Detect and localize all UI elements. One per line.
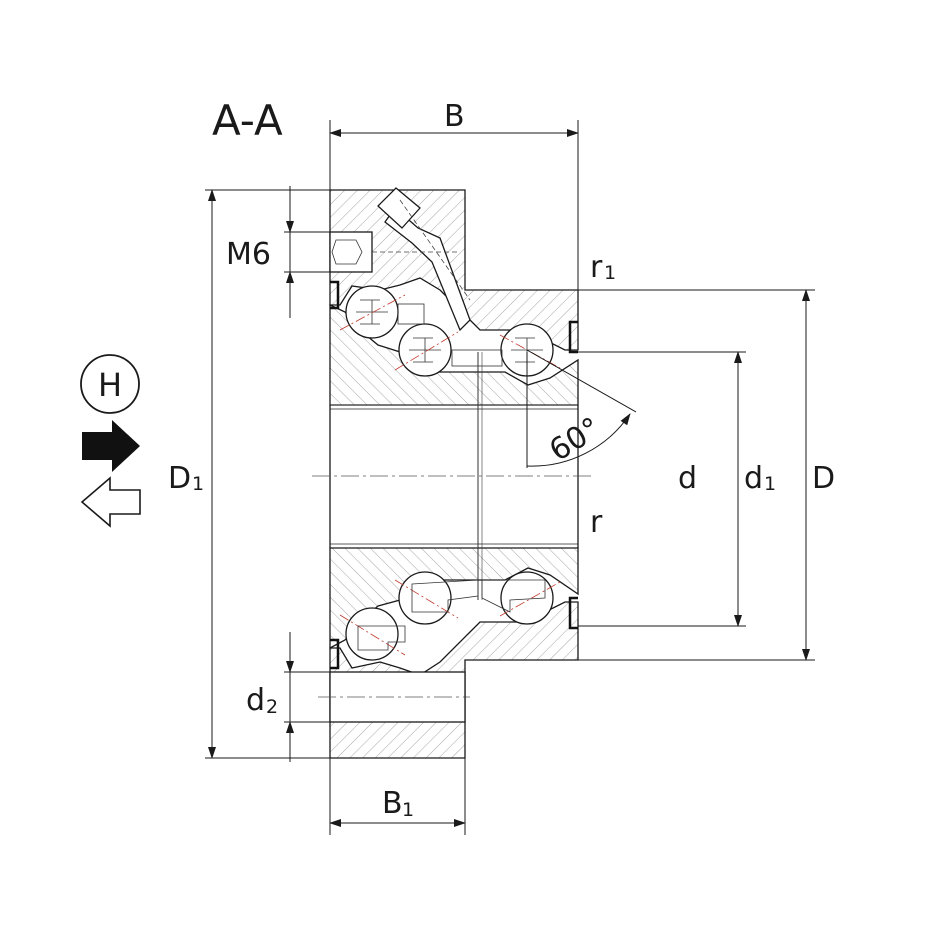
outer-ring-upper xyxy=(329,189,579,351)
dim-r: r xyxy=(590,505,603,540)
dim-B1: B xyxy=(382,786,403,821)
dim-B1-sub: 1 xyxy=(402,799,414,821)
solid-arrow-right-icon xyxy=(82,420,140,472)
ball-5 xyxy=(398,571,452,625)
outline-arrow-left-icon xyxy=(80,476,141,528)
seal-left-lower xyxy=(330,638,340,670)
set-screw-oblique xyxy=(377,187,421,229)
seal-left-upper xyxy=(330,280,340,310)
dim-d1-sub: 1 xyxy=(764,473,776,495)
set-screw-radial xyxy=(329,231,373,273)
cage-lower-1 xyxy=(357,625,406,651)
cage-upper-1 xyxy=(397,303,425,325)
ball-6 xyxy=(500,571,554,625)
load-direction-legend: H xyxy=(80,354,141,528)
dimension-lines xyxy=(205,120,815,835)
dim-r1-sub: 1 xyxy=(604,262,616,284)
dim-D: D xyxy=(812,461,835,496)
seal-right-upper xyxy=(568,320,578,354)
h-circle-icon xyxy=(80,354,140,414)
dim-d1: d xyxy=(744,461,763,496)
angle-label: 60° xyxy=(543,411,607,469)
ball-4 xyxy=(345,607,399,661)
cage-upper-2 xyxy=(451,349,503,367)
bearing-lower-half xyxy=(318,543,579,759)
h-circle-letter: H xyxy=(98,366,122,404)
bearing-upper-half xyxy=(329,187,579,410)
lube-channel xyxy=(384,207,471,332)
dim-d: d xyxy=(678,461,697,496)
thread-label: M6 xyxy=(226,237,271,272)
dim-d2-sub: 2 xyxy=(266,696,278,718)
dim-B: B xyxy=(444,99,465,134)
dim-r1: r xyxy=(590,250,603,285)
dim-d2: d xyxy=(246,683,265,718)
section-title: A-A xyxy=(212,96,283,145)
seal-right-lower xyxy=(568,596,578,630)
dim-D1: D xyxy=(168,461,191,496)
dim-D1-sub: 1 xyxy=(192,473,204,495)
